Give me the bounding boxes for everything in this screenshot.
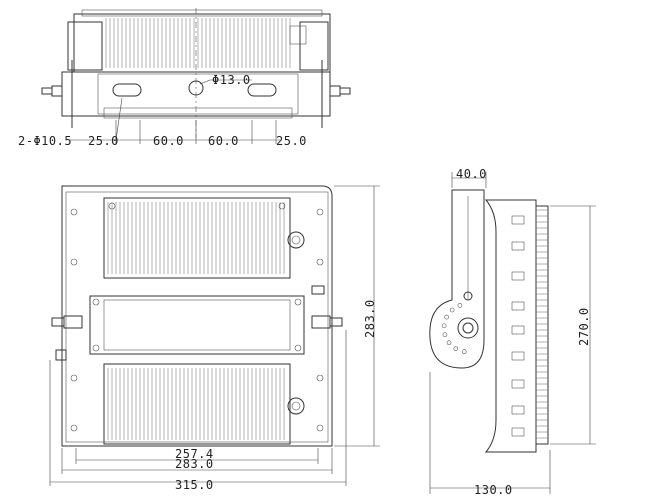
side-clips — [511, 215, 525, 437]
top-dim-2: 60.0 — [153, 134, 184, 148]
top-dim-1: 25.0 — [88, 134, 119, 148]
top-dim-4: 25.0 — [276, 134, 307, 148]
cable-gland-lower — [287, 397, 305, 415]
screw — [316, 208, 324, 216]
front-screws — [70, 202, 324, 432]
slot-right — [247, 83, 277, 97]
adjust-hole — [457, 303, 463, 308]
screw — [92, 344, 100, 352]
dim-front-height: 283.0 — [363, 299, 377, 338]
side-clip — [511, 405, 525, 415]
lower-module — [103, 363, 291, 445]
dim-side-height: 270.0 — [577, 307, 591, 346]
screw — [70, 374, 78, 382]
screw — [316, 424, 324, 432]
screw — [70, 258, 78, 266]
side-bracket-arm — [429, 189, 485, 369]
side-fins — [536, 209, 548, 439]
dim-inner-width: 257.4 — [175, 447, 214, 461]
adjust-hole — [453, 346, 459, 351]
adjust-hole — [449, 307, 455, 313]
top-dim-3: 60.0 — [208, 134, 239, 148]
side-housing — [484, 199, 537, 453]
side-view: 40.0 270.0 130.0 — [429, 167, 596, 497]
side-clip — [511, 427, 525, 437]
slot-left — [112, 83, 142, 97]
adjust-hole — [446, 340, 452, 346]
adjust-hole — [444, 314, 449, 320]
driver-bar — [89, 295, 305, 355]
adjust-hole — [442, 332, 448, 337]
screw — [294, 298, 302, 306]
side-clip — [511, 215, 525, 225]
hole-diameter-label: Φ13.0 — [212, 73, 251, 87]
side-clip — [511, 351, 525, 361]
screw — [316, 374, 324, 382]
screw — [70, 424, 78, 432]
front-view: 257.4 283.0 315.0 283.0 — [49, 185, 380, 492]
pivot-bolt — [457, 317, 479, 339]
screw — [278, 202, 286, 210]
dim-bracket-width: 40.0 — [456, 167, 487, 181]
adjust-hole — [461, 349, 467, 355]
lower-heatsink-fins — [107, 368, 285, 440]
adjust-hole — [441, 323, 447, 329]
dim-mid-width: 283.0 — [175, 457, 214, 471]
screw — [316, 258, 324, 266]
side-clip — [511, 301, 525, 311]
top-view: Φ13.0 2-Φ10.5 25.0 60.0 60.0 25.0 — [18, 8, 351, 148]
side-clip — [511, 325, 525, 335]
top-left-box — [67, 21, 103, 71]
screw — [92, 298, 100, 306]
slot-diameter-label: 2-Φ10.5 — [18, 134, 72, 148]
dim-depth: 130.0 — [474, 483, 513, 497]
screw — [108, 202, 116, 210]
screw — [70, 208, 78, 216]
upper-heatsink-fins — [107, 202, 285, 274]
side-clip — [511, 379, 525, 389]
upper-module — [103, 197, 291, 279]
dim-total-width: 315.0 — [175, 478, 214, 492]
top-right-box — [299, 21, 329, 71]
cable-gland-upper — [287, 231, 305, 249]
side-fins-edge — [535, 205, 549, 445]
front-frame — [61, 185, 333, 447]
top-heatsink-fins — [105, 18, 291, 68]
screw — [294, 344, 302, 352]
side-clip — [511, 241, 525, 251]
angle-adjust-holes — [441, 303, 467, 355]
side-clip — [511, 271, 525, 281]
